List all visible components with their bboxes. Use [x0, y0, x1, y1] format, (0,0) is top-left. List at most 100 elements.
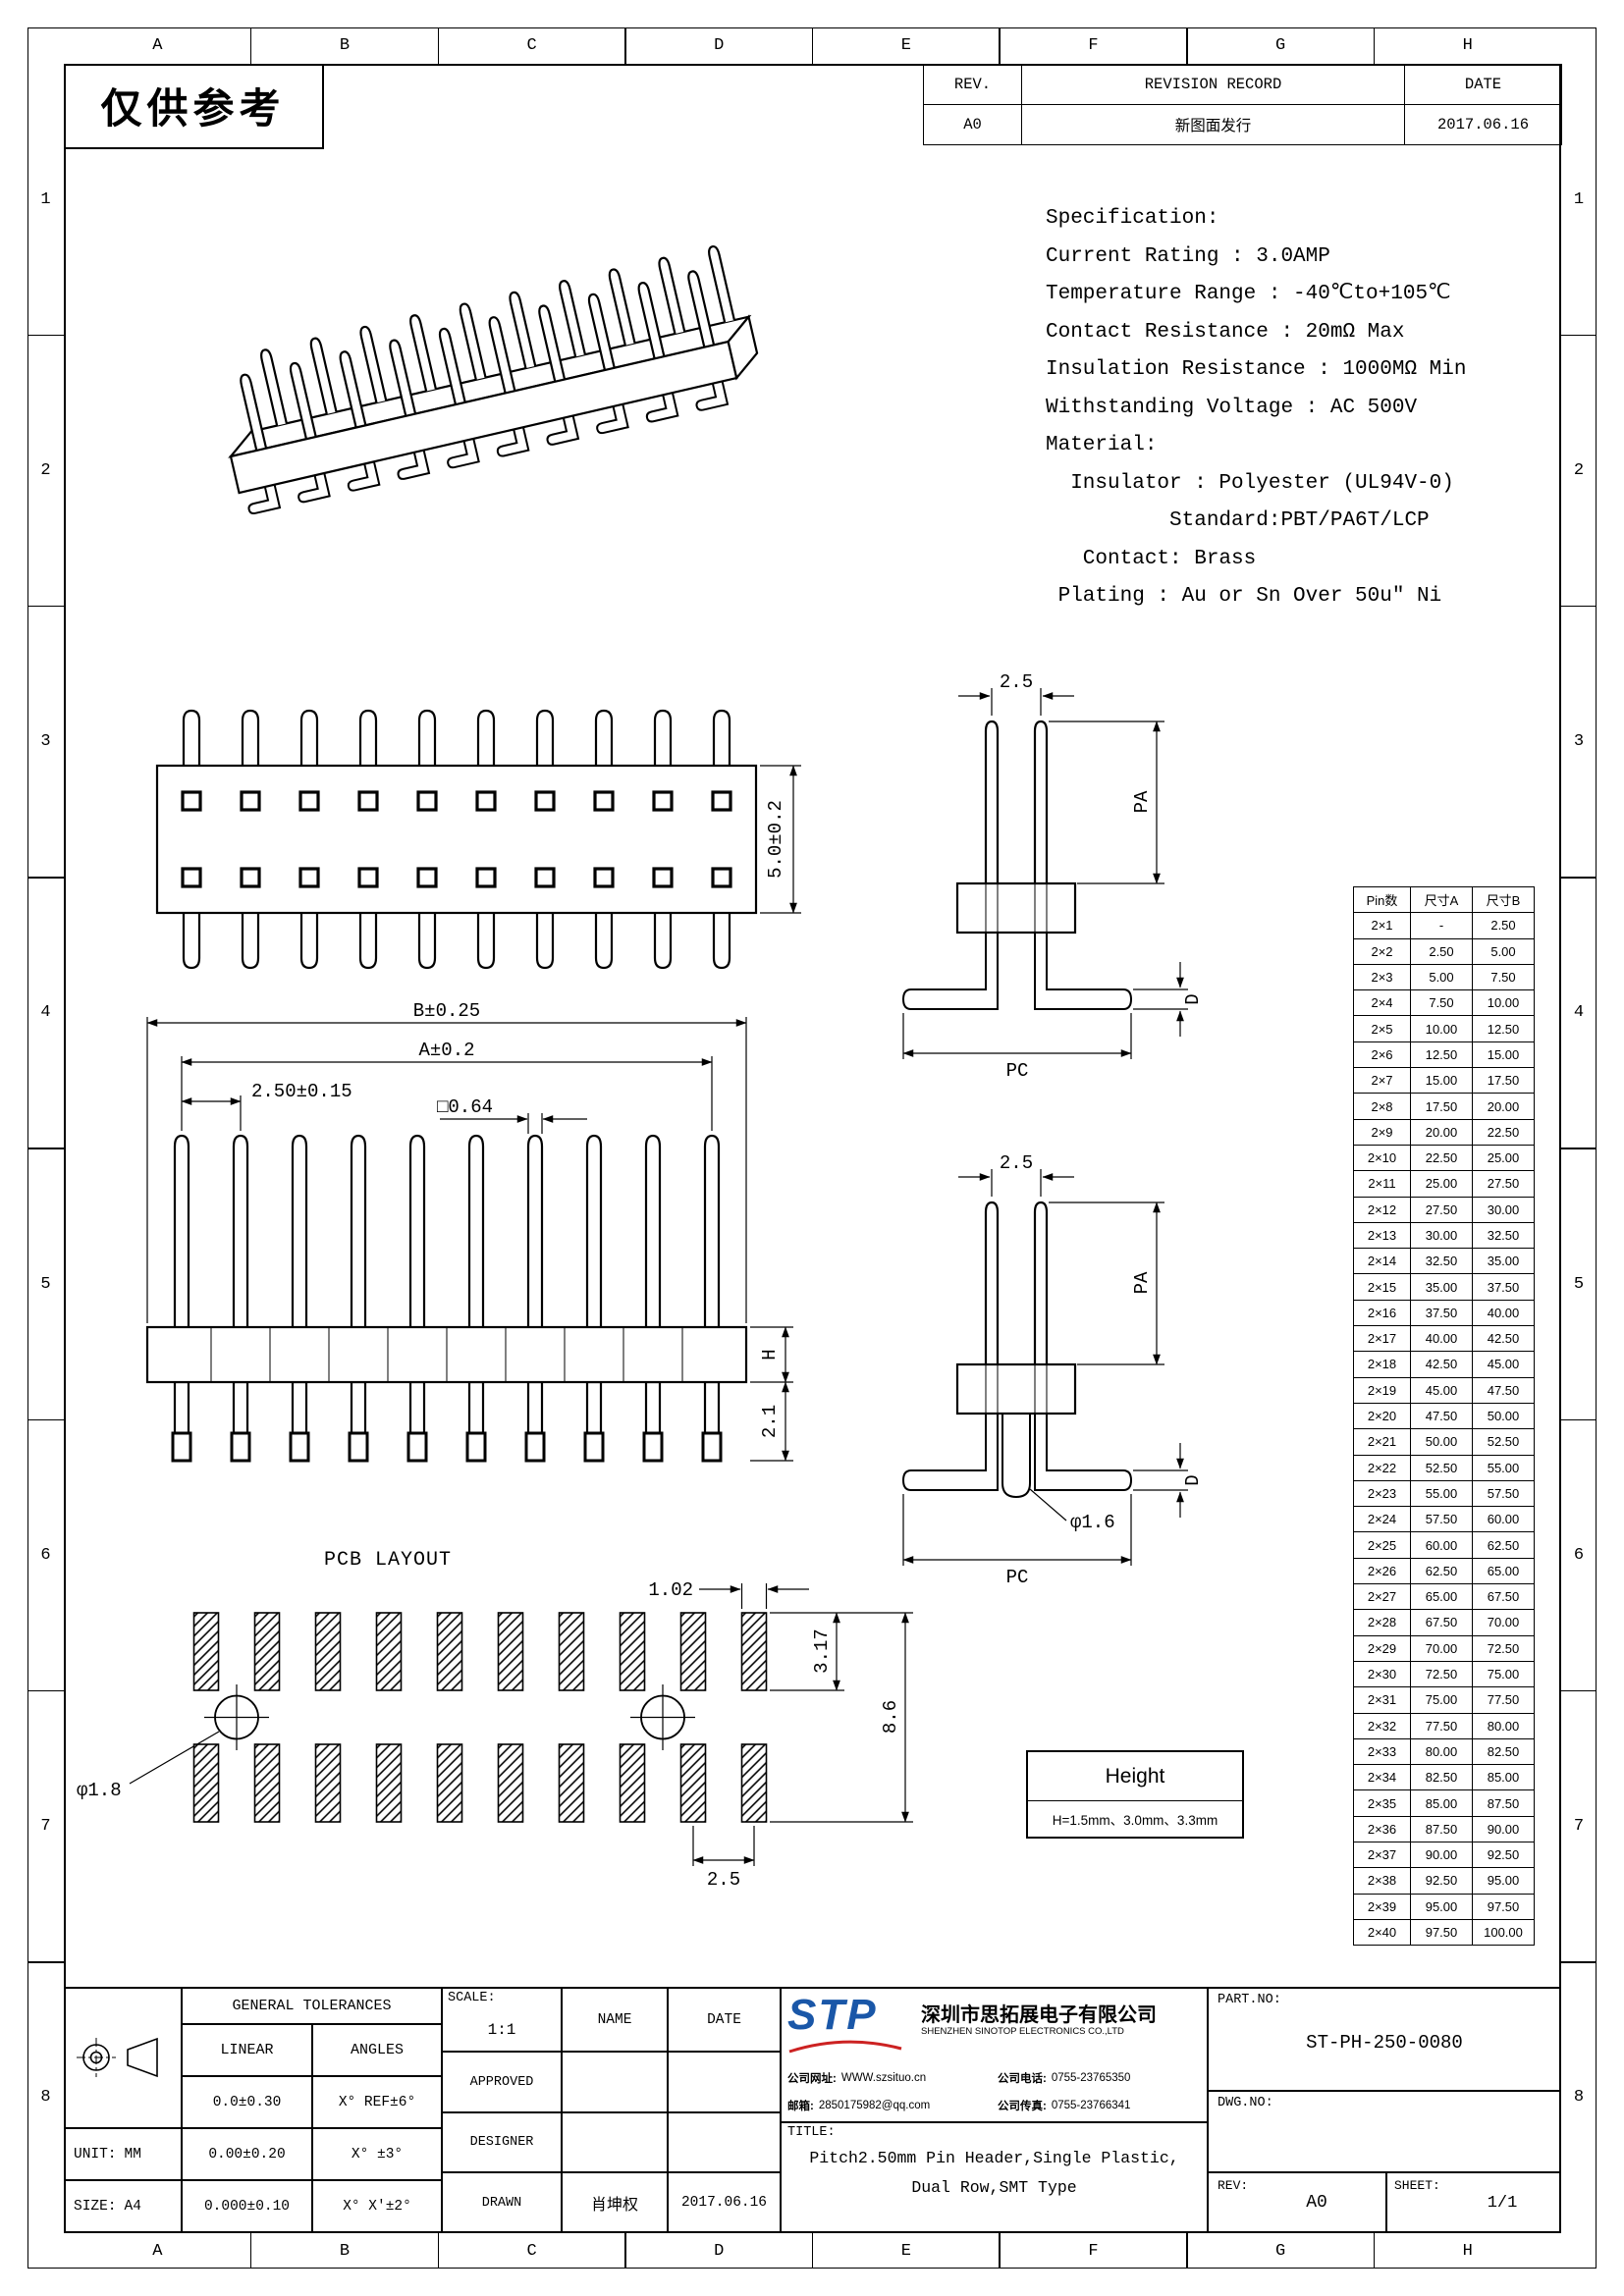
grid-row-label-left: 4: [40, 1003, 51, 1023]
pin-table-cell: 97.50: [1410, 1918, 1473, 1947]
unit-value: MM: [124, 2146, 141, 2163]
pin-table-cell: 50.00: [1410, 1428, 1473, 1456]
grid-row-label-right: 4: [1573, 1003, 1585, 1023]
company-mail-value: 2850175982@qq.com: [818, 2100, 931, 2111]
pin-table-cell: 2×6: [1353, 1041, 1411, 1069]
spec-line: Withstanding Voltage : AC 500V: [1046, 396, 1418, 419]
pin-table-cell: 7.50: [1472, 963, 1535, 991]
grid-tick: [27, 877, 64, 879]
spec-line: Insulation Resistance : 1000MΩ Min: [1046, 358, 1467, 381]
company-fax-value: 0755-23766341: [1051, 2100, 1131, 2111]
pin-table-cell: 2×8: [1353, 1093, 1411, 1120]
grid-tick: [999, 2233, 1001, 2269]
pin-table-cell: 17.50: [1410, 1093, 1473, 1120]
dim-side2-PA: PA: [1131, 1271, 1153, 1294]
grid-tick: [624, 27, 626, 64]
revision-record: 新图面发行: [1021, 104, 1405, 145]
pin-table-cell: 30.00: [1472, 1196, 1535, 1223]
pin-table-header-row: Pin数 尺寸A 尺寸B: [1353, 885, 1535, 914]
pin-table-cell: 2.50: [1472, 912, 1535, 939]
drawing-title-line1: Pitch2.50mm Pin Header,Single Plastic,: [809, 2148, 1179, 2167]
pin-table-cell: 12.50: [1472, 1015, 1535, 1042]
grid-tick: [1561, 1689, 1597, 1692]
pcb-layout-title: PCB LAYOUT: [324, 1549, 453, 1572]
isometric-view: [228, 243, 759, 516]
pin-table-cell: 2×33: [1353, 1737, 1411, 1766]
revision-rev: A0: [923, 104, 1022, 145]
sheet-value: 1/1: [1487, 2193, 1518, 2213]
titleblock-top-line: [64, 1987, 1561, 1989]
spec-line: Insulator : Polyester (UL94V-0): [1046, 471, 1454, 495]
grid-col-label-top: B: [339, 36, 351, 55]
pin-table-cell: 2×16: [1353, 1299, 1411, 1327]
pin-table-cell: 82.50: [1410, 1764, 1473, 1791]
pin-table-cell: 75.00: [1410, 1686, 1473, 1714]
pin-table-cell: 40.00: [1472, 1299, 1535, 1327]
pin-table-cell: 57.50: [1472, 1479, 1535, 1508]
revision-header-row: REV. REVISION RECORD DATE: [923, 64, 1562, 105]
pin-table-cell: 45.00: [1472, 1351, 1535, 1378]
pin-table-cell: 2×13: [1353, 1221, 1411, 1250]
grid-row-label-left: 7: [40, 1817, 51, 1837]
grid-col-label-bottom: G: [1274, 2241, 1286, 2261]
pin-table-cell: 97.50: [1472, 1893, 1535, 1920]
pin-table-cell: 92.50: [1472, 1841, 1535, 1869]
dim-pcb-span: 8.6: [880, 1700, 901, 1734]
company-fax: 公司传真: 0755-23766341: [998, 2092, 1206, 2119]
grid-row-label-left: 3: [40, 732, 51, 752]
front-view: B±0.25 A±0.2 2.50±0.15 □0.64 H 2.1: [145, 1000, 793, 1463]
pin-table-cell: 2×25: [1353, 1531, 1411, 1559]
revision-header-date: DATE: [1404, 64, 1562, 105]
grid-row-label-left: 5: [40, 1274, 51, 1294]
drawing-title-line2: Dual Row,SMT Type: [911, 2177, 1077, 2197]
pin-table-cell: 60.00: [1472, 1506, 1535, 1533]
grid-tick: [1561, 877, 1597, 879]
spec-line: Material:: [1046, 434, 1158, 456]
pin-table-cell: 90.00: [1410, 1841, 1473, 1869]
grid-tick: [624, 2233, 626, 2269]
unit-cell: UNIT: MM: [74, 2128, 182, 2180]
name-header: NAME: [597, 2011, 632, 2028]
side-view-1: 2.5 PA D PC: [901, 671, 1204, 1082]
pin-table-cell: 47.50: [1410, 1402, 1473, 1430]
height-note-title: Height: [1028, 1752, 1242, 1801]
grid-col-label-top: D: [714, 36, 725, 55]
company-name-cn: 深圳市思拓展电子有限公司: [921, 2004, 1157, 2026]
tolerance-angle-2: X° ±3°: [351, 2146, 404, 2163]
pin-table-cell: 75.00: [1472, 1660, 1535, 1688]
pin-table-cell: 2×38: [1353, 1867, 1411, 1895]
tolerances-linear-header: LINEAR: [220, 2042, 274, 2058]
spec-line: Standard:PBT/PA6T/LCP: [1046, 509, 1430, 532]
pin-table-cell: 25.00: [1410, 1170, 1473, 1198]
size-value: A4: [124, 2199, 141, 2215]
pin-table-cell: 2×31: [1353, 1686, 1411, 1714]
pin-table-cell: 2×10: [1353, 1144, 1411, 1172]
pin-table-cell: 65.00: [1472, 1557, 1535, 1585]
pin-table-cell: 17.50: [1472, 1067, 1535, 1095]
pin-table-cell: 40.00: [1410, 1325, 1473, 1353]
grid-tick: [1373, 2233, 1376, 2269]
pin-table-cell: 27.50: [1410, 1196, 1473, 1223]
spec-line: Temperature Range : -40℃to+105℃: [1046, 283, 1451, 305]
pin-table-cell: 35.00: [1472, 1248, 1535, 1275]
grid-tick: [27, 1148, 64, 1149]
pin-table-cell: 62.50: [1472, 1531, 1535, 1559]
pin-table-cell: 10.00: [1472, 989, 1535, 1017]
pin-table-cell: 2×17: [1353, 1325, 1411, 1353]
height-note-box: Height H=1.5mm、3.0mm、3.3mm: [1026, 1750, 1244, 1839]
part-no-value: ST-PH-250-0080: [1306, 2032, 1463, 2054]
pin-table-cell: 67.50: [1472, 1583, 1535, 1611]
